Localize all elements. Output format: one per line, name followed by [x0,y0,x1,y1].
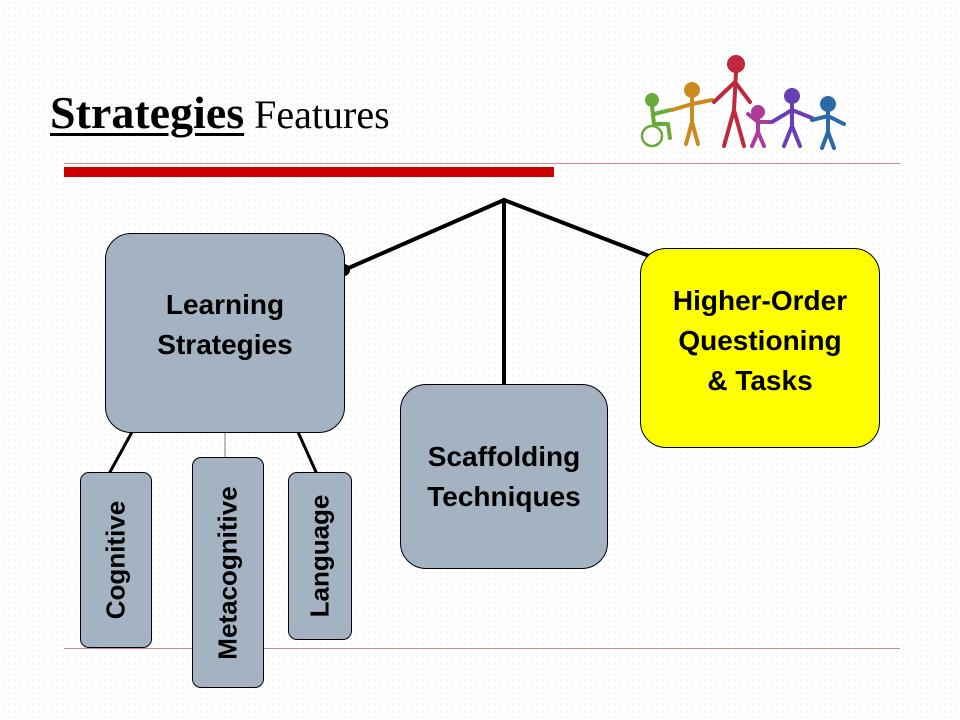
wheelchair-figure [640,93,672,148]
magenta-figure [746,105,772,148]
edge-hub-learning [342,198,506,272]
blue-figure [810,96,846,150]
node-higher-order-questioning: Higher-Order Questioning & Tasks [640,248,880,448]
node-learning-strategies-label: Learning Strategies [157,289,293,360]
title-sub: Features [254,92,390,137]
node-scaffolding-techniques-label: Scaffolding Techniques [427,441,581,512]
node-language: Language [288,472,352,640]
title-main: Strategies [50,87,245,138]
edge-learning-cognitive [108,430,134,474]
top-divider-line [64,163,900,164]
node-language-label: Language [304,494,335,618]
node-higher-order-questioning-label: Higher-Order Questioning & Tasks [672,285,848,396]
edge-learning-language [296,430,318,474]
node-cognitive: Cognitive [80,472,152,648]
red-figure [712,55,752,148]
orange-figure [670,82,714,146]
node-cognitive-label: Cognitive [100,500,131,620]
node-metacognitive-label: Metacognitive [212,485,243,660]
node-scaffolding-techniques: Scaffolding Techniques [400,384,608,569]
people-holding-hands-icon [640,55,846,150]
purple-figure [770,88,814,148]
bottom-divider-line [64,648,900,649]
node-metacognitive: Metacognitive [192,457,264,688]
node-learning-strategies: Learning Strategies [105,233,345,433]
accent-bar [64,167,554,177]
